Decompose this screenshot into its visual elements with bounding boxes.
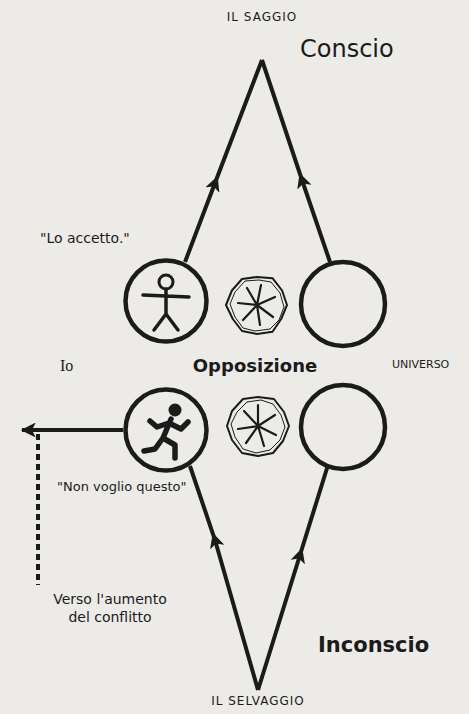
- escape-arrow: [22, 428, 123, 432]
- pole-label: IL SAGGIO: [227, 10, 297, 25]
- star-spokes: [238, 285, 275, 325]
- center-label: Opposizione: [193, 354, 317, 377]
- pole-label: IL SELVAGGIO: [211, 694, 305, 709]
- diamond-line: [258, 465, 328, 690]
- blob-outline: [230, 280, 284, 331]
- note-label: Verso l'aumento del conflitto: [44, 590, 176, 626]
- blob-outline: [226, 277, 287, 334]
- universe-circle: [301, 385, 385, 469]
- running-figure: [144, 404, 188, 459]
- self-circle: "Non voglio questo": [123, 387, 209, 473]
- dashed-line: [36, 434, 40, 585]
- self-label: Io: [60, 356, 73, 376]
- blob-outline: [231, 400, 285, 453]
- figure-head: [159, 275, 173, 289]
- opposition-blob: [226, 277, 287, 334]
- region-label: Conscio: [300, 34, 394, 64]
- circle-outline-svg: [123, 258, 209, 344]
- side-label: UNIVERSO: [392, 358, 449, 372]
- figure-head: [169, 404, 182, 417]
- self-circle: "Lo accetto.": [123, 258, 209, 344]
- figure-body: [143, 289, 189, 330]
- star-spokes: [238, 405, 276, 446]
- diamond-line: [185, 60, 262, 262]
- blob-outline: [227, 397, 289, 456]
- circle-outline: [126, 261, 207, 342]
- circle-outline: [126, 390, 207, 471]
- diamond-line: [190, 466, 258, 690]
- quote-text: "Non voglio questo": [55, 479, 189, 495]
- figure-body: [144, 419, 188, 458]
- circle-outline-svg: [123, 387, 209, 473]
- region-label: Inconscio: [318, 632, 429, 658]
- quote-text: "Lo accetto.": [38, 230, 132, 246]
- universe-circle: [301, 262, 385, 346]
- opposition-blob: [227, 397, 289, 456]
- standing-figure: [143, 275, 189, 330]
- diamond-line: [262, 60, 330, 262]
